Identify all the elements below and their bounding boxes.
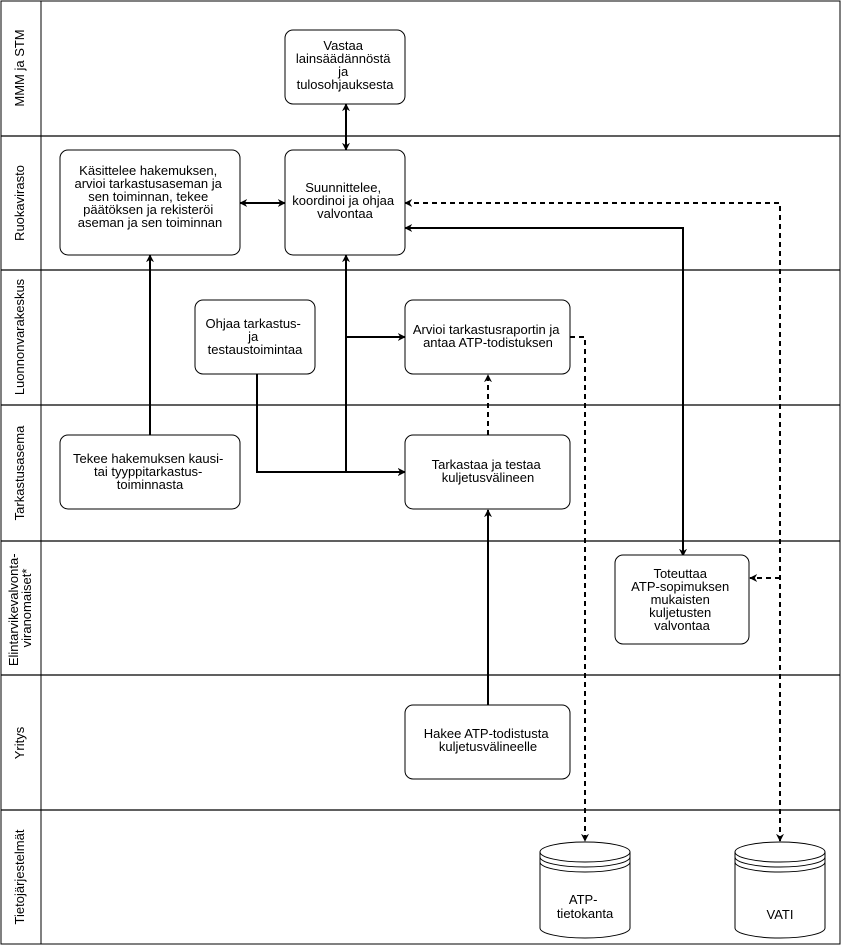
lane-label-luke: Luonnonvarakeskus (12, 278, 27, 395)
box-vastaa: Vastaa lainsäädännöstä ja tulosohjaukses… (284, 29, 406, 105)
box-tarkastaa: Tarkastaa ja testaa kuljetusvälineen (404, 434, 571, 510)
databases: ATP- tietokanta VATI (539, 841, 826, 939)
lane-label-yritys: Yritys (12, 726, 27, 759)
svg-text:Toteuttaa ATP-sopimuks: Toteuttaa ATP-sopimuksen mukaisten kulje… (631, 566, 733, 633)
svg-text:Käsittelee hakemuksen,: Käsittelee hakemuksen, arvioi tarkastusa… (74, 163, 225, 230)
svg-text:Ohjaa tarkastus- ja: Ohjaa tarkastus- ja testaustoimintaa (206, 316, 305, 357)
lane-label-tarkastusasema: Tarkastusasema (12, 425, 27, 520)
box-ohjaa: Ohjaa tarkastus- ja testaustoimintaa (194, 299, 316, 375)
svg-text:Arvioi tarkastusraportin ja: Arvioi tarkastusraportin ja antaa ATP-to… (413, 322, 563, 350)
svg-text:Vastaa lainsäädännöstä: Vastaa lainsäädännöstä ja tulosohjaukses… (296, 38, 394, 92)
lane-label-ruokavirasto: Ruokavirasto (12, 165, 27, 241)
svg-text:VATI: VATI (767, 907, 794, 922)
arrow-ohjaa-tarkastaa (256, 374, 406, 476)
box-toteuttaa: Toteuttaa ATP-sopimuksen mukaisten kulje… (614, 554, 750, 645)
process-boxes: Vastaa lainsäädännöstä ja tulosohjaukses… (59, 29, 750, 780)
box-arvioi: Arvioi tarkastusraportin ja antaa ATP-to… (404, 299, 571, 375)
box-suunnittelee: Suunnittelee, koordinoi ja ohjaa valvont… (284, 149, 406, 256)
arrow-suunnittelee-tarkastaa (342, 254, 406, 476)
database-atp: ATP- tietokanta (539, 841, 631, 939)
svg-text:Tarkastaa ja testaa ku: Tarkastaa ja testaa kuljetusvälineen (432, 457, 545, 485)
box-hakee: Hakee ATP-todistusta kuljetusvälineelle (404, 704, 571, 780)
dashed-connectors (404, 199, 784, 842)
box-tekee: Tekee hakemuksen kausi- tai tyyppitarkas… (59, 434, 241, 510)
svg-text:Suunnittelee, koordino: Suunnittelee, koordinoi ja ohjaa valvont… (292, 180, 398, 221)
lane-labels: MMM ja STM Ruokavirasto Luonnonvarakesku… (6, 29, 34, 924)
svg-text:ATP- tietokanta: ATP- tietokanta (557, 892, 614, 921)
lane-label-tieto: Tietojärjestelmät (12, 829, 27, 924)
lane-label-elintarvike: Elintarvikevalvonta- viranomaiset* (6, 550, 34, 666)
box-kasittelee: Käsittelee hakemuksen, arvioi tarkastusa… (59, 149, 241, 256)
svg-text:Tekee hakemuksen kausi-: Tekee hakemuksen kausi- tai tyyppitarkas… (73, 451, 227, 492)
arrow-arvioi-atpdb (570, 336, 589, 842)
lane-label-mmm: MMM ja STM (12, 29, 27, 106)
database-vati: VATI (734, 841, 826, 939)
svg-text:Hakee ATP-todistusta k: Hakee ATP-todistusta kuljetusvälineelle (424, 726, 552, 754)
